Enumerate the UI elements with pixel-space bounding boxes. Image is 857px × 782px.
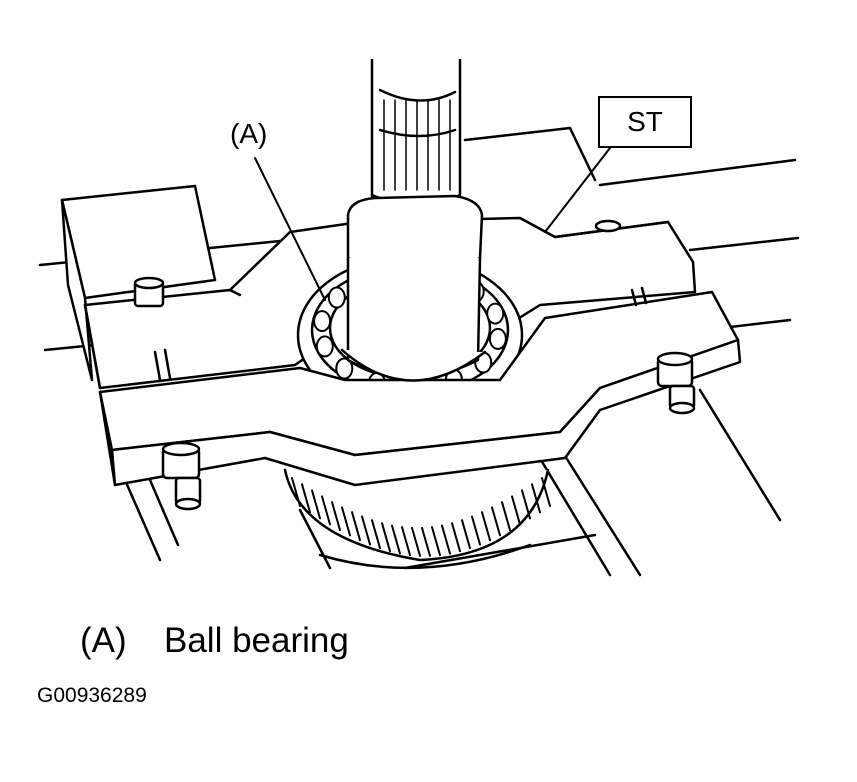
bolt-rear-left <box>133 276 165 308</box>
tool-bolts <box>133 219 696 511</box>
bearing-ball <box>488 327 507 350</box>
legend-description: Ball bearing <box>164 621 349 660</box>
callout-st-label: ST <box>627 106 663 137</box>
callout-st-box: ST <box>598 96 692 148</box>
figure-id: G00936289 <box>37 684 147 707</box>
support-frame <box>38 126 800 577</box>
bearing-ball <box>327 286 346 309</box>
bearing-ball <box>486 302 505 325</box>
bearing-ball <box>335 357 354 380</box>
bearing-ball <box>315 335 334 358</box>
bolt-front-left <box>161 441 202 511</box>
legend: (A) Ball bearing <box>80 623 349 658</box>
bolt-rear-mid <box>153 348 172 382</box>
main-shaft <box>340 58 487 382</box>
leader-st <box>544 147 611 233</box>
bolt-front-right <box>656 351 696 415</box>
leader-a <box>254 157 326 301</box>
left-support-block <box>60 184 217 382</box>
bolt-rear-right <box>594 219 648 307</box>
special-tool-lower-bar <box>98 290 742 487</box>
helical-gear <box>283 468 551 570</box>
callout-a-label: (A) <box>230 118 268 149</box>
legend-key: (A) <box>80 621 127 660</box>
bearing-ball <box>313 310 332 333</box>
leader-lines <box>254 147 611 301</box>
